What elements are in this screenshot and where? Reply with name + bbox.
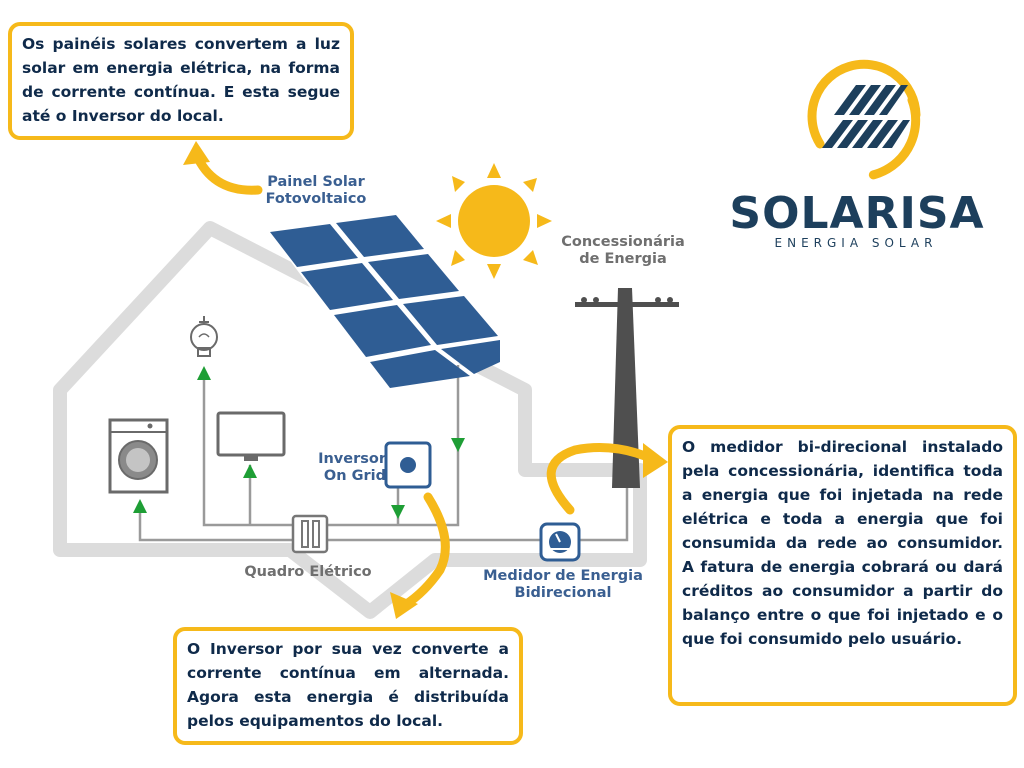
solar-panels [265,210,500,388]
switchboard-label: Quadro Elétrico [222,564,394,581]
meter-label-line1: Medidor de Energia [483,568,643,584]
arrow-up-lamp [197,366,211,380]
panel-callout: Os painéis solares convertem a luz solar… [8,22,354,140]
meter-label: Medidor de Energia Bidirecional [470,568,656,602]
callout-arrowheads [183,141,668,619]
washing-machine-icon [108,418,169,494]
switchboard-label-text: Quadro Elétrico [244,564,372,580]
arrow-up-tv [243,464,257,478]
utility-label: Concessionária de Energia [548,234,698,268]
arrow-to-inverter-callout [400,492,450,610]
sun-icon [436,163,552,279]
arrow-down-inverter [391,505,405,519]
utility-label-line1: Concessionária [561,234,685,250]
inverter-icon [384,441,432,489]
solarisa-logo-name: SOLARISA [729,188,985,239]
arrow-to-meter-callout [546,443,660,515]
solarisa-logo-tagline: ENERGIA SOLAR [774,236,938,250]
inverter-label-line1: Inversor [318,451,386,467]
energy-flow-arrows [133,366,465,519]
meter-icon [539,522,581,562]
arrow-down-panel [451,438,465,452]
panel-label-line2: Fotovoltaico [265,191,367,207]
inverter-callout: O Inversor por sua vez converte a corren… [173,627,523,745]
meter-label-line2: Bidirecional [514,585,612,601]
tv-icon [216,411,286,461]
meter-callout: O medidor bi-direcional instalado pela c… [668,425,1017,706]
panel-label: Painel Solar Fotovoltaico [246,174,386,208]
lamp-icon [190,316,218,357]
utility-pole [575,288,679,488]
utility-label-line2: de Energia [579,251,667,267]
wiring [138,365,629,542]
inverter-label: Inversor On Grid [300,451,386,485]
panel-label-line1: Painel Solar [267,174,365,190]
arrow-up-washer [133,499,147,513]
switchboard-icon [291,514,329,554]
inverter-label-line2: On Grid [323,468,386,484]
solarisa-logo-mark [801,59,921,182]
